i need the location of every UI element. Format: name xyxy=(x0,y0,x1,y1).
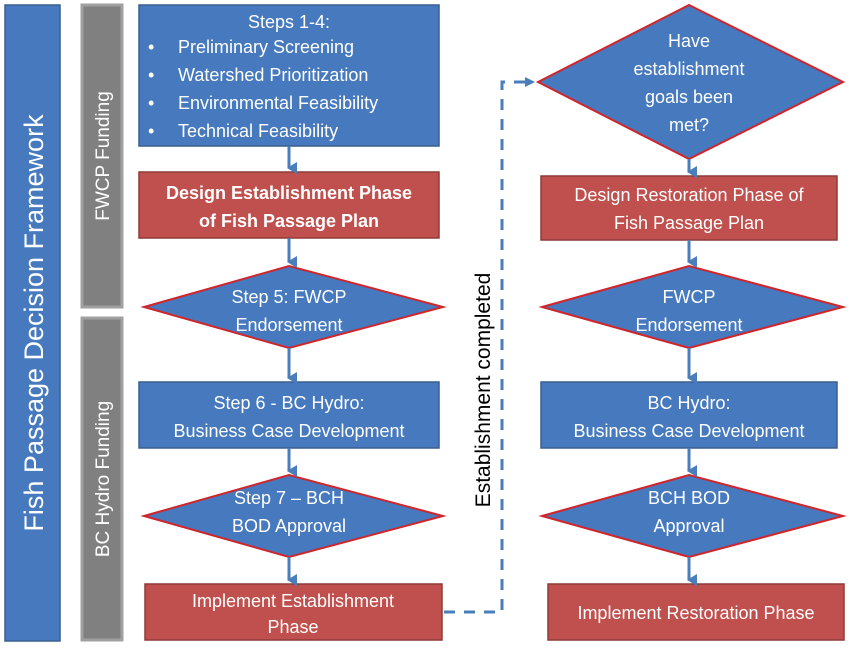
bod-approval-decision xyxy=(538,473,847,559)
framework-banner: Fish Passage Decision Framework xyxy=(4,4,61,642)
step5-line-1: Step 5: FWCP xyxy=(231,287,346,307)
steps-1-4-bullets: • Preliminary Screening • Watershed Prio… xyxy=(148,37,378,141)
bullet-item: Environmental Feasibility xyxy=(178,93,378,113)
bullet-item: Preliminary Screening xyxy=(178,37,354,57)
step7-line-2: BOD Approval xyxy=(232,516,346,536)
bullet-marker: • xyxy=(148,93,154,113)
business-case-box xyxy=(540,381,838,449)
step6-line-2: Business Case Development xyxy=(173,421,404,441)
steps-1-4-box xyxy=(138,4,440,147)
establishment-completed-label: Establishment completed xyxy=(472,273,495,508)
design-establishment-line-1: Design Establishment Phase xyxy=(166,183,412,203)
business-case-line-1: BC Hydro: xyxy=(647,393,730,413)
goals-decision xyxy=(535,3,846,161)
fwcp-funding-label: FWCP Funding xyxy=(93,91,114,221)
bullet-marker: • xyxy=(148,37,154,57)
fwcp-endorsement-decision xyxy=(538,264,847,350)
goals-line-3: goals been xyxy=(645,87,733,107)
implement-restoration-line-1: Implement Restoration Phase xyxy=(577,603,814,623)
step5-line-2: Endorsement xyxy=(235,315,342,335)
fwcp-funding-bar: FWCP Funding xyxy=(80,3,124,309)
step6-line-1: Step 6 - BC Hydro: xyxy=(213,393,364,413)
establishment-completed-connector xyxy=(444,77,535,614)
goals-line-4: met? xyxy=(669,115,709,135)
bullet-item: Watershed Prioritization xyxy=(178,65,368,85)
design-establishment-box xyxy=(138,171,440,239)
bod-approval-line-2: Approval xyxy=(653,516,724,536)
bod-approval-line-1: BCH BOD xyxy=(648,488,730,508)
design-establishment-line-2: of Fish Passage Plan xyxy=(199,211,379,231)
bc-hydro-funding-bar: BC Hydro Funding xyxy=(80,316,124,642)
bullet-marker: • xyxy=(148,121,154,141)
implement-establishment-box xyxy=(144,583,443,641)
step5-decision xyxy=(140,264,447,350)
bc-hydro-funding-label: BC Hydro Funding xyxy=(93,401,114,557)
steps-1-4-title: Steps 1-4: xyxy=(248,12,330,32)
goals-line-1: Have xyxy=(668,31,710,51)
business-case-line-2: Business Case Development xyxy=(573,421,804,441)
fwcp-endorsement-line-2: Endorsement xyxy=(635,315,742,335)
goals-line-2: establishment xyxy=(633,59,744,79)
implement-establishment-line-2: Phase xyxy=(267,617,318,637)
bullet-item: Technical Feasibility xyxy=(178,121,338,141)
step7-decision xyxy=(140,473,447,559)
bullet-marker: • xyxy=(148,65,154,85)
framework-label: Fish Passage Decision Framework xyxy=(19,114,49,532)
implement-restoration-box xyxy=(547,583,845,641)
implement-establishment-line-1: Implement Establishment xyxy=(192,591,394,611)
design-restoration-line-2: Fish Passage Plan xyxy=(614,213,764,233)
step7-line-1: Step 7 – BCH xyxy=(234,488,344,508)
fwcp-endorsement-line-1: FWCP xyxy=(663,287,716,307)
design-restoration-line-1: Design Restoration Phase of xyxy=(574,185,804,205)
